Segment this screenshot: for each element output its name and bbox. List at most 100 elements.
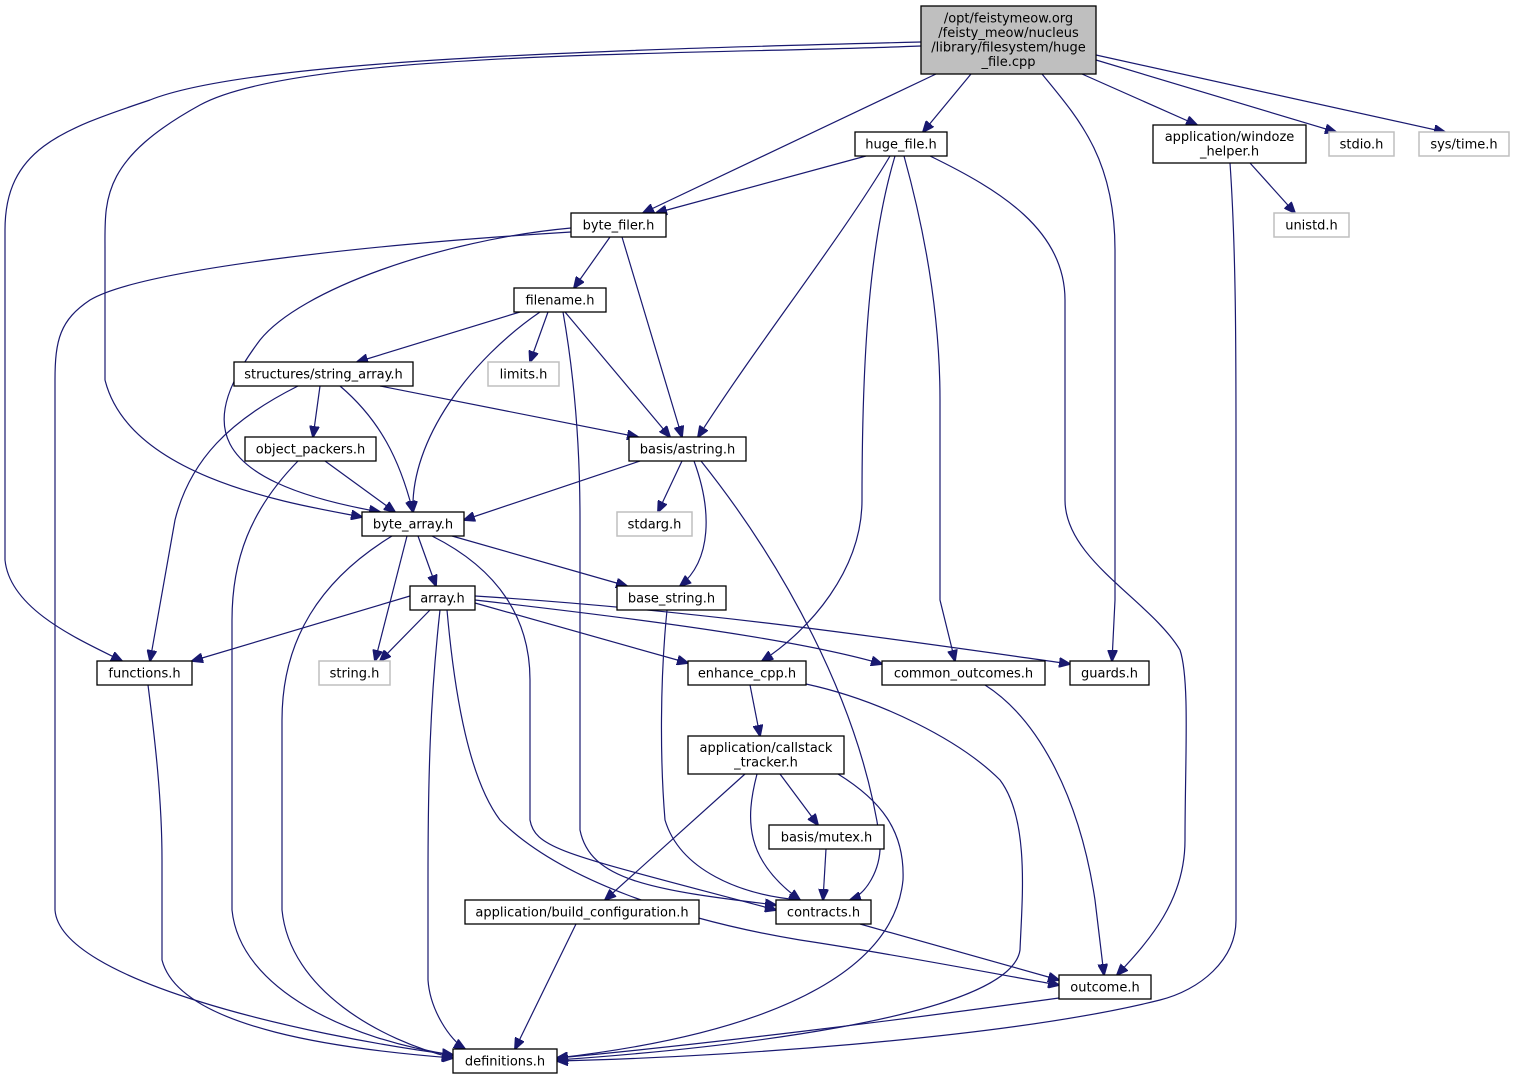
edge-astring-to-base_string (680, 460, 707, 586)
node-label: array.h (420, 591, 465, 606)
edges-layer (4, 41, 1445, 1061)
edge-byte_filer-to-byte_array (223, 227, 572, 512)
node-box (628, 436, 747, 462)
node-label: object_packers.h (256, 442, 365, 457)
edge-callstack_tracker-to-contracts (749, 773, 800, 900)
node-label: contracts.h (787, 905, 860, 920)
edge-windoze_helper-to-definitions (557, 162, 1237, 1061)
edge-huge_file-to-common_outcomes (903, 155, 955, 661)
edge-string_array-to-astring (379, 385, 638, 437)
node-functions[interactable]: functions.h (96, 660, 193, 686)
edge-array-to-functions (192, 595, 411, 661)
node-label: application/windoze (1165, 130, 1295, 145)
edge-windoze_helper-to-unistd (1249, 162, 1295, 213)
node-limits: limits.h (487, 361, 560, 387)
node-enhance-cpp[interactable]: enhance_cpp.h (687, 660, 807, 686)
edge-filename-to-contracts (562, 311, 776, 905)
edge-array-to-common_outcomes (474, 599, 882, 664)
node-label: base_string.h (628, 591, 715, 606)
nodes-layer: /opt/feistymeow.org/feisty_meow/nucleus/… (96, 5, 1510, 1074)
node-stdarg: stdarg.h (616, 511, 693, 537)
node-label: byte_array.h (373, 517, 453, 532)
node-byte-filer[interactable]: byte_filer.h (570, 212, 667, 238)
node-label: stdio.h (1340, 137, 1384, 152)
node-windoze-helper[interactable]: application/windoze_helper.h (1152, 124, 1307, 164)
node-box (452, 1048, 558, 1074)
edge-common_outcomes-to-outcome (984, 684, 1104, 975)
node-label: stdarg.h (628, 517, 682, 532)
edge-callstack_tracker-to-definitions (557, 773, 904, 1058)
node-box (1418, 131, 1510, 157)
edge-byte_array-to-string (375, 535, 408, 661)
edge-root-to-guards (1041, 73, 1115, 661)
node-contracts[interactable]: contracts.h (775, 899, 872, 925)
node-definitions[interactable]: definitions.h (452, 1048, 558, 1074)
edge-array-to-guards (474, 595, 1070, 664)
edge-enhance_cpp-to-callstack_tracker (749, 684, 760, 736)
node-array[interactable]: array.h (409, 585, 476, 611)
node-label: filename.h (525, 293, 594, 308)
node-box (1058, 974, 1152, 1000)
edge-array-to-definitions (427, 609, 465, 1049)
node-callstack-tracker[interactable]: application/callstack_tracker.h (687, 735, 845, 775)
edge-mutex-to-contracts (823, 848, 826, 900)
node-string-array[interactable]: structures/string_array.h (233, 361, 414, 387)
node-common-outcomes[interactable]: common_outcomes.h (881, 660, 1046, 686)
edge-byte_array-to-base_string (451, 535, 627, 586)
node-root[interactable]: /opt/feistymeow.org/feisty_meow/nucleus/… (920, 5, 1097, 75)
edge-filename-to-byte_array (413, 311, 541, 512)
node-box (361, 511, 465, 537)
edge-string_array-to-functions (150, 385, 299, 661)
node-box (513, 287, 607, 313)
node-box (768, 824, 885, 850)
edge-callstack_tracker-to-build_configuration (605, 773, 746, 900)
edge-root-to-byte_filer (643, 73, 937, 213)
node-box (233, 361, 414, 387)
edge-astring-to-contracts (700, 460, 881, 900)
edge-root-to-functions (4, 41, 922, 661)
node-label: application/build_configuration.h (475, 905, 688, 920)
node-mutex[interactable]: basis/mutex.h (768, 824, 885, 850)
edge-enhance_cpp-to-definitions (557, 683, 1024, 1060)
node-object-packers[interactable]: object_packers.h (244, 436, 377, 462)
edge-string_array-to-object_packers (313, 385, 321, 437)
node-filename[interactable]: filename.h (513, 287, 607, 313)
node-guards[interactable]: guards.h (1069, 660, 1150, 686)
node-base-string[interactable]: base_string.h (616, 585, 727, 611)
node-label: /opt/feistymeow.org (944, 12, 1073, 27)
node-box (464, 899, 700, 925)
node-box (1328, 131, 1395, 157)
edge-outcome-to-definitions (557, 997, 1060, 1058)
node-outcome[interactable]: outcome.h (1058, 974, 1152, 1000)
node-build-configuration[interactable]: application/build_configuration.h (464, 899, 700, 925)
edge-filename-to-astring (564, 311, 670, 437)
node-box (616, 585, 727, 611)
node-string: string.h (318, 660, 391, 686)
edge-array-to-string (380, 609, 431, 661)
edge-root-to-huge_file (923, 73, 972, 132)
node-unistd: unistd.h (1273, 212, 1350, 238)
node-label: basis/astring.h (640, 442, 735, 457)
edge-array-to-enhance_cpp (474, 602, 688, 663)
node-box (881, 660, 1046, 686)
node-label: /feisty_meow/nucleus (938, 26, 1079, 41)
node-astring[interactable]: basis/astring.h (628, 436, 747, 462)
edge-huge_file-to-byte_filer (656, 155, 867, 213)
node-label: structures/string_array.h (244, 367, 403, 382)
edge-string_array-to-byte_array (339, 385, 413, 512)
edge-filename-to-string_array (357, 311, 521, 362)
node-byte-array[interactable]: byte_array.h (361, 511, 465, 537)
edge-byte_filer-to-filename (574, 236, 611, 288)
node-label: definitions.h (465, 1054, 545, 1069)
node-huge-file[interactable]: huge_file.h (854, 131, 948, 157)
node-box (96, 660, 193, 686)
node-label: enhance_cpp.h (698, 666, 796, 681)
node-label: byte_filer.h (583, 218, 655, 233)
edge-root-to-stdio (1095, 59, 1336, 132)
node-label: guards.h (1081, 666, 1138, 681)
node-box (1152, 124, 1307, 164)
node-label: application/callstack (700, 741, 833, 756)
edge-huge_file-to-astring (698, 155, 891, 437)
node-label: basis/mutex.h (781, 830, 873, 845)
